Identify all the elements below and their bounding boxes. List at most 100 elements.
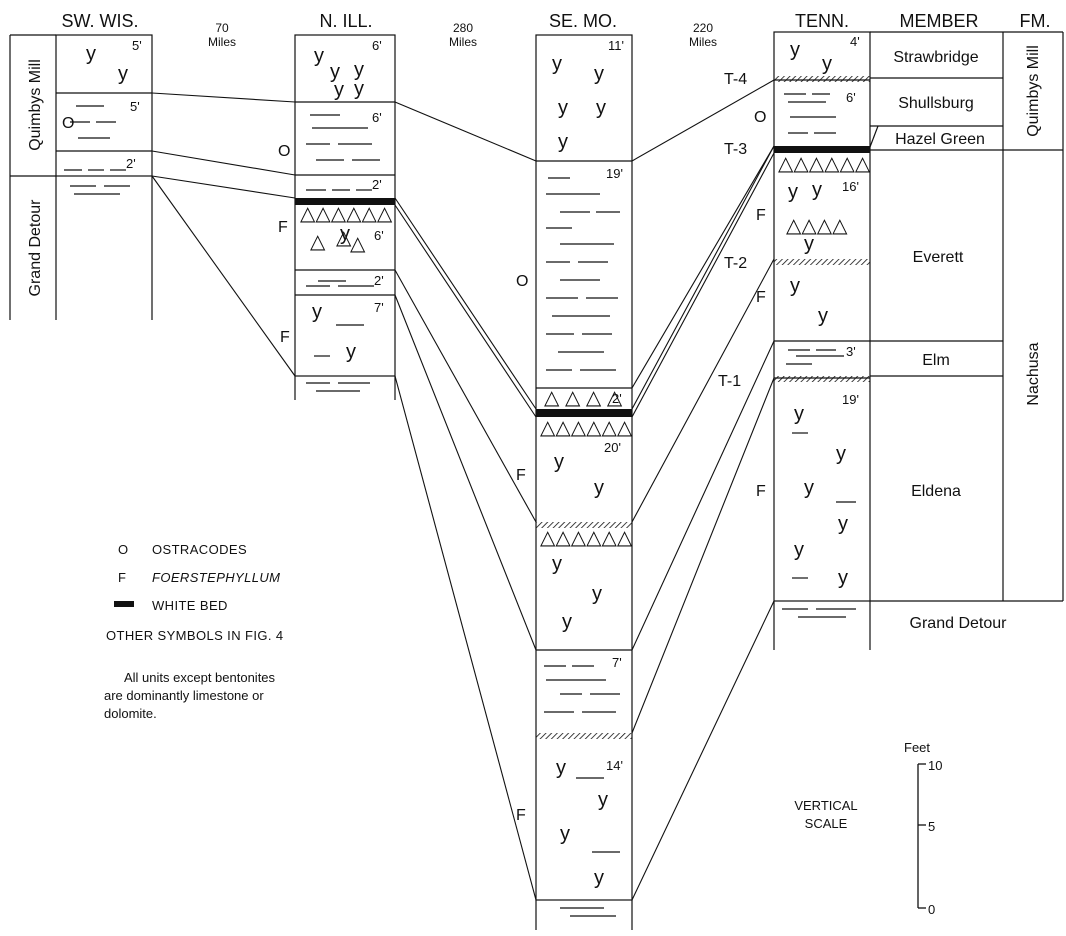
- unit-thickness: 2': [126, 156, 136, 171]
- distance-unit: Miles: [689, 35, 717, 49]
- dolomite-symbol: y: [812, 179, 822, 201]
- svg-text:△△△△△△: △△△△△△: [540, 417, 633, 439]
- left-formation-grand-detour: Grand Detour: [27, 199, 44, 297]
- dolomite-symbol: y: [818, 305, 828, 327]
- fossil-label: F: [516, 467, 526, 484]
- n-ill-chert-marks: △△△△△△ △ △ △: [300, 203, 393, 255]
- sw-wis-shale-marks: [64, 105, 130, 195]
- dolomite-symbol: y: [598, 789, 608, 811]
- white-bed: [295, 198, 395, 205]
- dolomite-symbol: y: [794, 403, 804, 425]
- legend-label-foerstephyllum: FOERSTEPHYLLUM: [152, 570, 280, 585]
- unit-thickness: 2': [372, 177, 382, 192]
- left-formation-quimbys-mill: Quimbys Mill: [27, 59, 44, 151]
- dolomite-symbol: y: [838, 513, 848, 535]
- fossil-label: O: [516, 273, 528, 290]
- dolomite-symbol: y: [86, 43, 96, 65]
- dolomite-symbol: y: [804, 477, 814, 499]
- dolomite-symbol: y: [592, 583, 602, 605]
- dolomite-symbol: y: [596, 97, 606, 119]
- vertical-scale: Feet VERTICAL SCALE 10 5 0: [794, 740, 942, 917]
- distance-unit: Miles: [208, 35, 236, 49]
- distance-value: 280: [453, 21, 473, 35]
- formation-quimbys-mill: Quimbys Mill: [1025, 45, 1042, 137]
- formation-nachusa: Nachusa: [1025, 342, 1042, 405]
- dolomite-symbol: y: [594, 867, 604, 889]
- column-sw-wis: [55, 34, 153, 320]
- distance-value: 70: [215, 21, 229, 35]
- dolomite-symbol: y: [346, 341, 356, 363]
- dolomite-symbol: y: [312, 301, 322, 323]
- section-name-n-ill: N. ILL.: [319, 11, 372, 31]
- dolomite-symbol: y: [118, 63, 128, 85]
- distance-value: 220: [693, 21, 713, 35]
- tenn-chert-marks: △△△△△△ △△△△: [778, 153, 871, 237]
- fossil-label: F: [278, 219, 288, 236]
- dolomite-symbol: y: [594, 477, 604, 499]
- dolomite-symbol: y: [354, 59, 364, 81]
- bentonite-bed: [536, 522, 632, 528]
- legend-symbol-foerstephyllum: F: [118, 570, 126, 585]
- member-elm: Elm: [922, 352, 950, 369]
- dolomite-symbol: y: [340, 223, 350, 245]
- legend-label-white-bed: WHITE BED: [152, 598, 228, 613]
- fossil-label: F: [756, 207, 766, 224]
- dolomite-symbol: y: [552, 553, 562, 575]
- unit-thickness: 7': [612, 655, 622, 670]
- svg-text:△: △: [310, 231, 326, 253]
- legend-note: All units except bentonites are dominant…: [104, 670, 279, 721]
- member-hazel-green: Hazel Green: [895, 131, 985, 148]
- fossil-label: O: [754, 109, 766, 126]
- n-ill-shale-marks: [306, 114, 380, 392]
- unit-thickness: 6': [374, 228, 384, 243]
- unit-thickness: 14': [606, 758, 623, 773]
- dolomite-symbol: y: [594, 63, 604, 85]
- scale-title-line1: VERTICAL: [794, 798, 857, 813]
- column-headers: SW. WIS. N. ILL. SE. MO. TENN. MEMBER FM…: [61, 11, 1050, 31]
- section-name-se-mo: SE. MO.: [549, 11, 617, 31]
- scale-tick-0: 0: [928, 902, 935, 917]
- formation-header: FM.: [1020, 11, 1051, 31]
- distance-unit: Miles: [449, 35, 477, 49]
- dolomite-symbol: y: [334, 79, 344, 101]
- bentonite-bed: [774, 376, 870, 382]
- scale-tick-5: 5: [928, 819, 935, 834]
- member-header: MEMBER: [899, 11, 978, 31]
- scale-title-line2: SCALE: [805, 816, 848, 831]
- unit-thickness: 5': [130, 99, 140, 114]
- left-formation-column: [9, 34, 56, 320]
- formation-column: [870, 31, 1064, 602]
- legend-label-ostracodes: OSTRACODES: [152, 542, 247, 557]
- unit-thickness: 7': [374, 300, 384, 315]
- unit-thickness: 5': [132, 38, 142, 53]
- unit-thickness: 4': [850, 34, 860, 49]
- fossil-label: F: [756, 483, 766, 500]
- dolomite-symbol: y: [554, 451, 564, 473]
- svg-text:△: △: [336, 227, 352, 249]
- unit-thickness: 6': [372, 110, 382, 125]
- fossil-label: O: [278, 143, 290, 160]
- se-mo-shale-marks: [544, 177, 620, 917]
- distances: 70 Miles 280 Miles 220 Miles: [208, 21, 717, 49]
- dolomite-symbol: y: [562, 611, 572, 633]
- dolomite-symbol: y: [822, 53, 832, 75]
- white-bed-legend-swatch: [114, 601, 134, 607]
- fossil-label: O: [62, 115, 74, 132]
- unit-thickness: 19': [606, 166, 623, 181]
- dolomite-symbol: y: [790, 275, 800, 297]
- scale-tick-10: 10: [928, 758, 942, 773]
- member-grand-detour: Grand Detour: [910, 615, 1008, 632]
- unit-thickness: 11': [608, 38, 624, 53]
- bentonite-bed: [774, 259, 870, 265]
- dolomite-symbol: y: [836, 443, 846, 465]
- dolomite-symbol: y: [804, 233, 814, 255]
- unit-thickness: 6': [846, 90, 856, 105]
- dolomite-symbol: y: [330, 61, 340, 83]
- member-column: [869, 31, 1004, 601]
- dolomite-symbol: y: [558, 97, 568, 119]
- svg-text:△△△△△△: △△△△△△: [300, 203, 393, 225]
- column-tenn: [773, 31, 871, 650]
- legend-symbol-ostracodes: O: [118, 542, 129, 557]
- unit-thickness: 6': [372, 38, 382, 53]
